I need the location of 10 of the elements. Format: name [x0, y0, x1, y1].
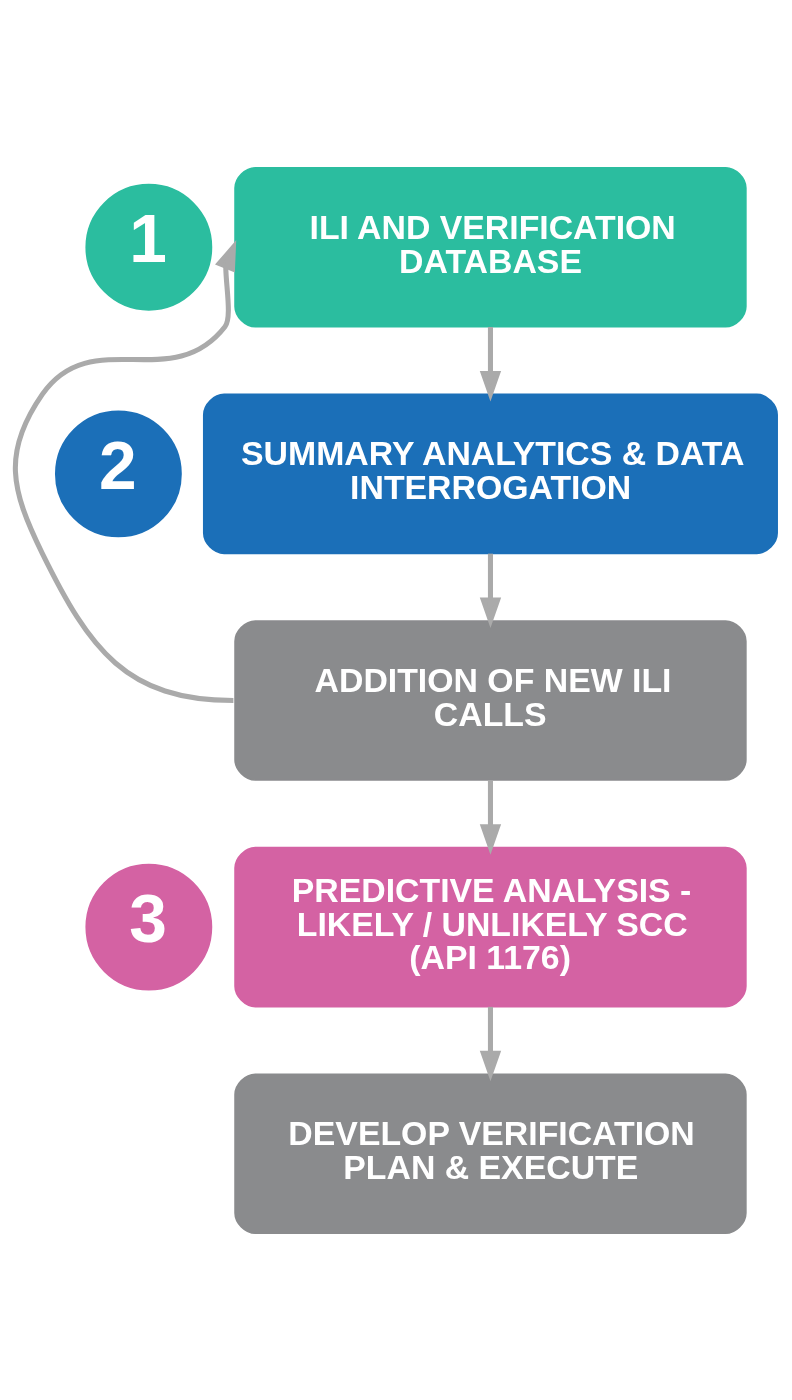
arrow — [479, 779, 502, 855]
node-box: ADDITION OF NEW ILI CALLS — [234, 619, 747, 781]
arrow — [479, 1006, 502, 1081]
node-box: ILI AND VERIFICATION DATABASE — [234, 166, 747, 328]
node-box: DEVELOP VERIFICATION PLAN & EXECUTE — [234, 1072, 747, 1234]
arrow — [13, 239, 237, 703]
arrow — [479, 553, 502, 628]
arrow — [479, 326, 502, 401]
node-box: PREDICTIVE ANALYSIS - LIKELY / UNLIKELY SCC (API 1176) — [234, 846, 747, 1007]
node-box: SUMMARY ANALYTICS & DATA INTERROGATION — [202, 393, 778, 554]
